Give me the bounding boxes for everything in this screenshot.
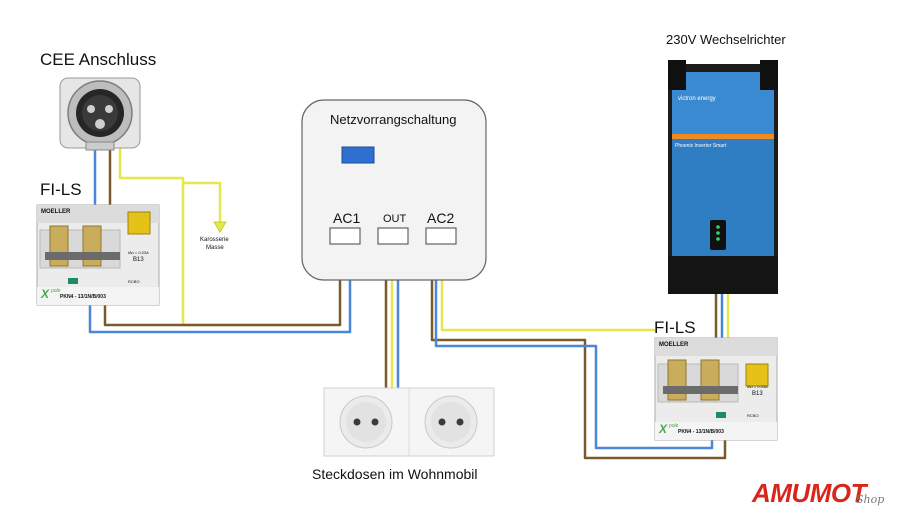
ground-arrow-icon xyxy=(213,221,227,233)
ac2-label: AC2 xyxy=(427,210,455,226)
breaker-right-brand: MOELLER xyxy=(659,342,689,348)
cee-label: CEE Anschluss xyxy=(40,50,157,69)
breaker-left-trip: I∆n = 0.03A xyxy=(128,250,149,255)
breaker-right-rating: B13 xyxy=(752,391,763,397)
wire-ac2-blue xyxy=(434,246,714,450)
breaker-right-model: PKN4 - 13/1N/B/003 xyxy=(678,429,724,435)
breaker-left-rcbo: RCBO xyxy=(128,279,140,284)
terminal-ac2 xyxy=(425,227,457,245)
wire-ls-blue-ac1 xyxy=(88,246,352,334)
karosserie-label-2: Masse xyxy=(206,245,224,251)
wire-karosserie xyxy=(183,181,222,222)
breaker-left-rating: B13 xyxy=(133,257,144,263)
wire-ac2-brown xyxy=(430,246,727,460)
fils-left-label: FI-LS xyxy=(40,180,82,199)
breaker-left-logo: X xyxy=(41,287,50,301)
circuit-breaker-right xyxy=(654,337,778,441)
breaker-right-logo: X xyxy=(659,422,668,436)
karosserie-label-1: Karosserie xyxy=(200,237,229,243)
breaker-left-brand: MOELLER xyxy=(41,209,71,215)
cee-socket-icon xyxy=(59,77,141,151)
ac1-label: AC1 xyxy=(333,210,361,226)
breaker-left-logo-sub: pole xyxy=(51,288,61,294)
inverter-icon xyxy=(668,60,778,294)
terminal-out xyxy=(377,227,409,245)
breaker-right-rcbo: RCBO xyxy=(747,413,759,418)
circuit-breaker-left xyxy=(36,204,160,306)
wire-ls-brown-ac1 xyxy=(103,246,342,327)
out-label: OUT xyxy=(383,213,407,225)
terminal-ac1 xyxy=(329,227,361,245)
inverter-brand: victron energy xyxy=(678,96,716,102)
netz-label: Netzvorrangschaltung xyxy=(330,112,457,127)
breaker-left-model: PKN4 - 13/1N/B/003 xyxy=(60,294,106,300)
steckdosen-label: Steckdosen im Wohnmobil xyxy=(312,466,478,482)
amumot-logo: AMUMOT xyxy=(752,478,866,508)
amumot-logo-sub: Shop xyxy=(856,493,885,506)
schuko-socket-icon xyxy=(323,387,495,457)
inverter-model: Phoenix Inverter Smart xyxy=(675,143,727,149)
inverter-title: 230V Wechselrichter xyxy=(666,32,786,47)
breaker-right-logo-sub: pole xyxy=(669,423,679,429)
fils-right-label: FI-LS xyxy=(654,318,696,337)
netzvorrang-box xyxy=(301,99,487,281)
breaker-right-trip: I∆n = 0.03A xyxy=(747,384,768,389)
